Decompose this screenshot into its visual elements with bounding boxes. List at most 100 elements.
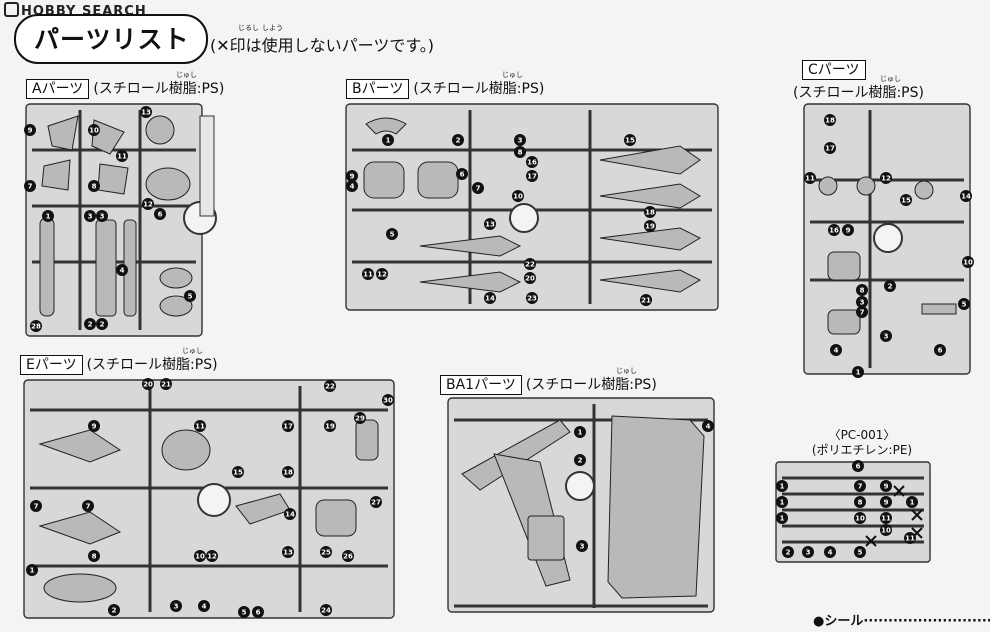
part-number-e-9: 9 — [88, 420, 100, 432]
svg-text:5: 5 — [188, 293, 193, 301]
part-number-b-19: 19 — [644, 220, 656, 232]
part-b-1 — [365, 117, 407, 135]
svg-text:9: 9 — [884, 499, 889, 507]
part-b-19 — [599, 183, 701, 209]
part-number-ba1-4: 4 — [702, 420, 714, 432]
part-e-9 — [38, 429, 122, 463]
svg-text:19: 19 — [325, 423, 335, 431]
part-number-b-14: 14 — [484, 292, 496, 304]
part-number-ba1-2: 2 — [574, 454, 586, 466]
svg-text:1: 1 — [780, 515, 785, 523]
part-number-pc-5: 5 — [854, 546, 866, 558]
part-number-a-3: 3 — [84, 210, 96, 222]
svg-text:11: 11 — [363, 271, 373, 279]
svg-text:4: 4 — [202, 603, 207, 611]
title-badge — [14, 14, 208, 64]
part-number-c-18: 18 — [824, 114, 836, 126]
part-number-b-20: 20 — [524, 272, 536, 284]
svg-text:7: 7 — [86, 503, 91, 511]
part-b-18 — [599, 145, 701, 175]
svg-text:13: 13 — [141, 109, 151, 117]
part-number-c-14: 14 — [960, 190, 972, 202]
svg-text:18: 18 — [283, 469, 293, 477]
part-number-e-17: 17 — [282, 420, 294, 432]
part-c-14 — [914, 180, 934, 200]
part-e-30 — [355, 419, 379, 461]
part-number-b-10: 10 — [512, 190, 524, 202]
ruby-shirushi: じるし — [238, 24, 259, 32]
svg-text:24: 24 — [321, 607, 331, 615]
part-e-8 — [38, 511, 122, 545]
part-c-3 — [827, 251, 861, 281]
svg-text:4: 4 — [120, 267, 125, 275]
part-b-22 — [599, 227, 702, 251]
part-number-e-10: 10 — [194, 550, 206, 562]
svg-text:20: 20 — [525, 275, 535, 283]
runner-c — [803, 103, 971, 375]
svg-text:13: 13 — [485, 221, 495, 229]
svg-text:22: 22 — [325, 383, 335, 391]
part-c-11 — [818, 176, 838, 196]
svg-text:11: 11 — [881, 515, 891, 523]
part-number-e-8: 8 — [88, 550, 100, 562]
part-number-pc-1: 1 — [776, 496, 788, 508]
part-number-e-30: 30 — [382, 394, 394, 406]
part-number-c-1: 1 — [852, 366, 864, 378]
part-number-a-12: 12 — [142, 198, 154, 210]
part-number-pc-1: 1 — [776, 512, 788, 524]
svg-text:7: 7 — [28, 183, 33, 191]
svg-text:3: 3 — [174, 603, 179, 611]
runner-c-label: Cパーツ — [802, 60, 870, 80]
svg-text:29: 29 — [355, 415, 365, 423]
part-number-a-7: 7 — [24, 180, 36, 192]
part-number-e-25: 25 — [320, 546, 332, 558]
ruby-e: じゅし — [182, 347, 203, 355]
svg-text:4: 4 — [834, 347, 839, 355]
part-a-1 — [39, 217, 55, 317]
svg-text:5: 5 — [962, 301, 967, 309]
part-number-e-7: 7 — [82, 500, 94, 512]
part-number-e-22: 22 — [324, 380, 336, 392]
part-number-e-5: 5 — [238, 606, 250, 618]
svg-text:4: 4 — [706, 423, 711, 431]
svg-text:20: 20 — [143, 381, 153, 389]
part-number-c-5: 5 — [958, 298, 970, 310]
part-a-4 — [95, 219, 117, 317]
part-b-23 — [599, 269, 702, 293]
part-c-2 — [827, 309, 861, 335]
svg-text:11: 11 — [117, 153, 127, 161]
part-number-b-12: 12 — [376, 268, 388, 280]
part-number-e-1: 1 — [26, 564, 38, 576]
svg-text:5: 5 — [858, 549, 863, 557]
svg-text:17: 17 — [825, 145, 835, 153]
runner-pc-label: 〈PC-001〉 (ポリエチレン:PE) — [811, 428, 913, 457]
part-number-c-7: 7 — [856, 306, 868, 318]
part-a-7 — [41, 159, 71, 191]
svg-text:12: 12 — [881, 175, 891, 183]
part-number-e-4: 4 — [198, 600, 210, 612]
runner-pc — [775, 461, 931, 563]
svg-text:6: 6 — [460, 171, 465, 179]
part-ba1-1 — [461, 419, 571, 491]
svg-text:8: 8 — [858, 499, 863, 507]
part-number-e-6: 6 — [252, 606, 264, 618]
svg-text:10: 10 — [855, 515, 865, 523]
svg-text:13: 13 — [283, 549, 293, 557]
part-number-e-12: 12 — [206, 550, 218, 562]
ruby-b: じゅし — [502, 71, 523, 79]
svg-text:2: 2 — [456, 137, 461, 145]
svg-text:1: 1 — [578, 429, 583, 437]
part-c-7 — [921, 303, 957, 315]
part-number-c-12: 12 — [880, 172, 892, 184]
svg-text:2: 2 — [888, 283, 893, 291]
part-number-pc-9: 9 — [880, 480, 892, 492]
part-a-5a — [159, 267, 193, 289]
part-number-b-18: 18 — [644, 206, 656, 218]
part-number-a-2: 2 — [96, 318, 108, 330]
part-number-c-4: 4 — [830, 344, 842, 356]
svg-text:3: 3 — [88, 213, 93, 221]
svg-text:6: 6 — [158, 211, 163, 219]
part-number-ba1-3: 3 — [576, 540, 588, 552]
svg-text:12: 12 — [377, 271, 387, 279]
part-number-c-17: 17 — [824, 142, 836, 154]
